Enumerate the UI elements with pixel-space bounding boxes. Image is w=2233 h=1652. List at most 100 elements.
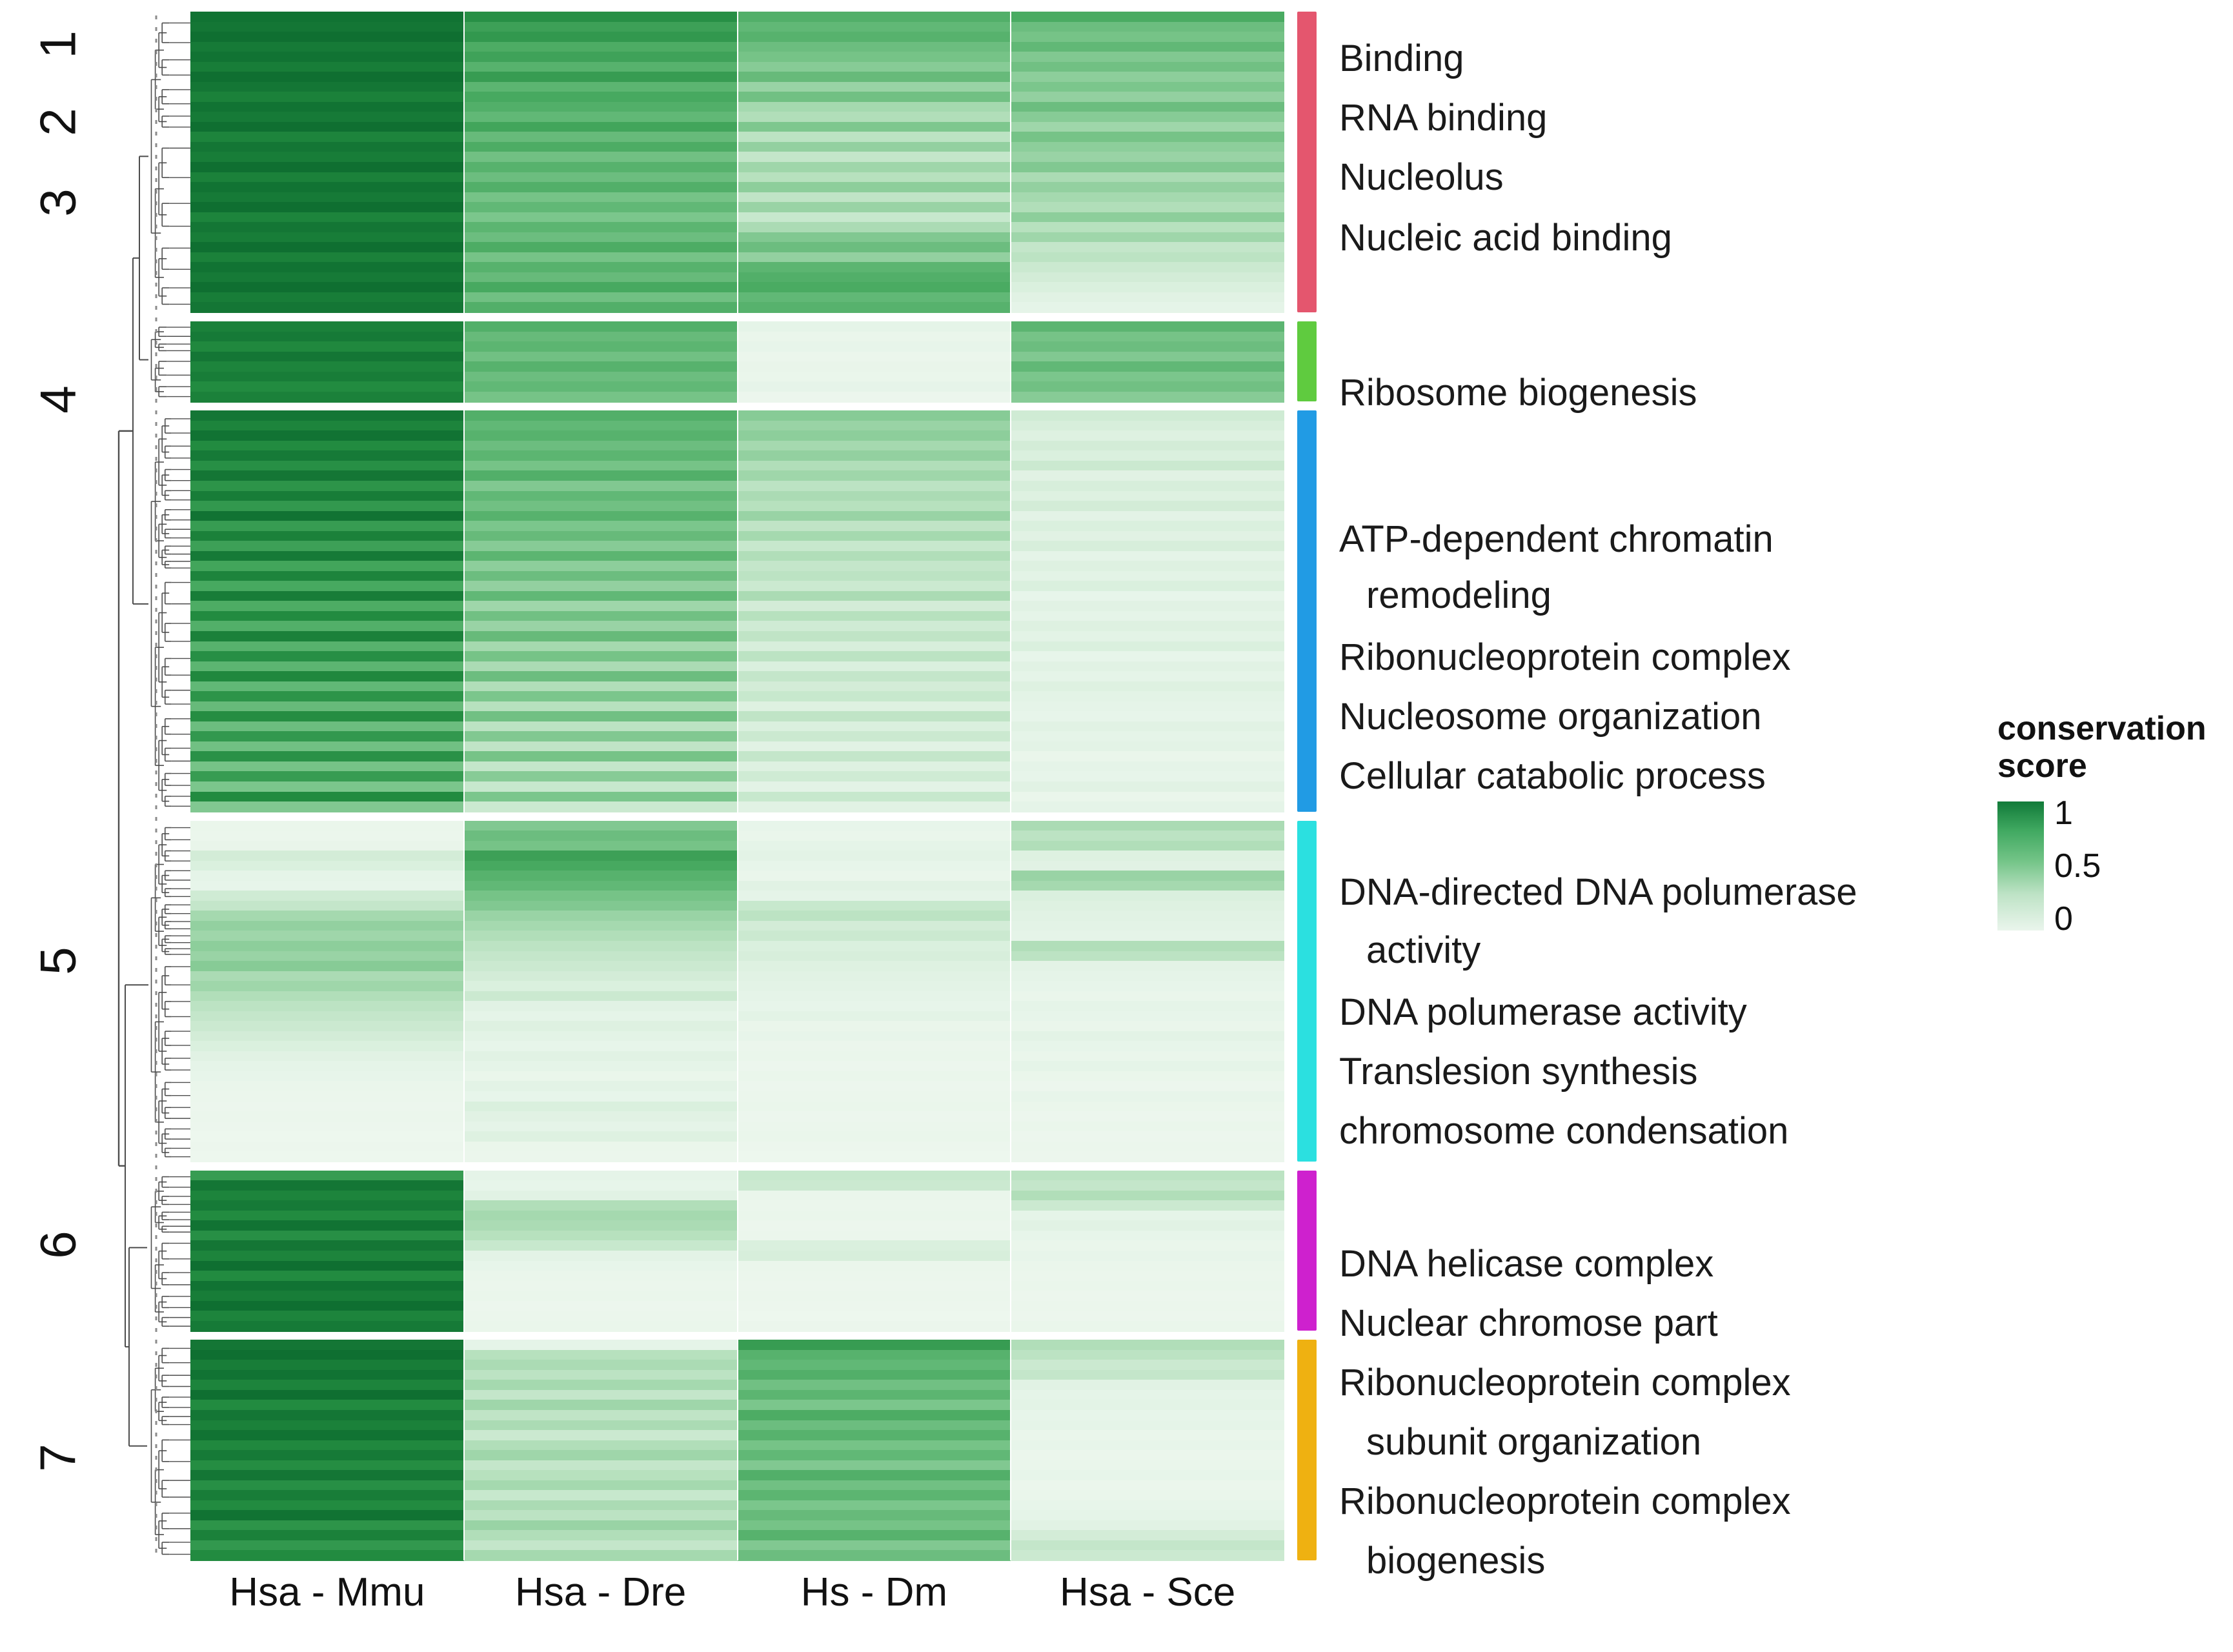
- heatmap-cell: [737, 1081, 1011, 1093]
- heatmap-cell: [1011, 1540, 1285, 1551]
- heatmap-cell: [737, 351, 1011, 363]
- heatmap-cell: [190, 550, 464, 562]
- heatmap-cell: [1011, 21, 1285, 33]
- heatmap-cell: [737, 641, 1011, 652]
- heatmap-cell: [190, 641, 464, 652]
- heatmap-cell: [190, 1470, 464, 1482]
- heatmap-cell: [190, 1180, 464, 1192]
- heatmap-cell: [463, 661, 738, 672]
- heatmap-cell: [1011, 92, 1285, 103]
- heatmap-cell: [1011, 242, 1285, 254]
- heatmap-cell: [1011, 1220, 1285, 1232]
- heatmap-cell: [190, 671, 464, 683]
- heatmap-cell: [463, 1051, 738, 1062]
- heatmap-cell: [737, 1141, 1011, 1153]
- heatmap-cell: [463, 1041, 738, 1053]
- heatmap-cell: [737, 162, 1011, 173]
- heatmap-cell: [463, 1001, 738, 1012]
- heatmap-cell: [737, 21, 1011, 33]
- heatmap-cell: [463, 101, 738, 113]
- heatmap-cell: [737, 371, 1011, 383]
- heatmap-cell: [1011, 900, 1285, 912]
- heatmap-cell: [463, 192, 738, 203]
- heatmap-cell: [1011, 1369, 1285, 1381]
- heatmap-cell: [190, 661, 464, 672]
- heatmap-cell: [737, 1389, 1011, 1401]
- heatmap-cell: [1011, 341, 1285, 353]
- heatmap-cell: [737, 302, 1011, 314]
- heatmap-cell: [463, 252, 738, 263]
- heatmap-cell: [1011, 32, 1285, 43]
- heatmap-cell: [737, 860, 1011, 872]
- heatmap-cell: [463, 880, 738, 892]
- cluster-number-6: 6: [0, 1220, 116, 1270]
- heatmap-cell: [1011, 430, 1285, 442]
- heatmap-cell: [190, 410, 464, 422]
- go-term-label: Binding: [1339, 37, 1464, 79]
- heatmap-cell: [1011, 920, 1285, 932]
- heatmap-cell: [463, 610, 738, 622]
- heatmap-cell: [1011, 641, 1285, 652]
- heatmap-cell: [463, 381, 738, 393]
- heatmap-cell: [1011, 931, 1285, 942]
- heatmap-cell: [463, 1410, 738, 1421]
- go-term-label: Translesion synthesis: [1339, 1051, 1698, 1093]
- heatmap-cell: [463, 1251, 738, 1262]
- heatmap-cell: [463, 272, 738, 283]
- heatmap-cell: [1011, 351, 1285, 363]
- heatmap-cell: [190, 1530, 464, 1542]
- heatmap-cell: [1011, 112, 1285, 123]
- heatmap-cell: [463, 430, 738, 442]
- heatmap-cell: [1011, 880, 1285, 892]
- heatmap-cell: [737, 851, 1011, 862]
- heatmap-cell: [463, 1210, 738, 1222]
- heatmap-cell: [1011, 1051, 1285, 1062]
- heatmap-cell: [737, 321, 1011, 332]
- heatmap-cell: [737, 1220, 1011, 1232]
- heatmap-cell: [463, 1380, 738, 1391]
- heatmap-cell: [463, 671, 738, 683]
- heatmap-cell: [463, 721, 738, 732]
- heatmap-cell: [1011, 1300, 1285, 1312]
- heatmap-cell: [1011, 81, 1285, 93]
- heatmap-cell: [1011, 1011, 1285, 1022]
- heatmap-cell: [737, 880, 1011, 892]
- heatmap-cell: [190, 751, 464, 763]
- heatmap-cell: [190, 132, 464, 143]
- heatmap-cell: [463, 182, 738, 194]
- heatmap-cell: [190, 282, 464, 294]
- legend-tick-1: 1: [2054, 794, 2073, 832]
- heatmap-cell: [737, 132, 1011, 143]
- heatmap-cell: [463, 1490, 738, 1502]
- heatmap-cell: [463, 12, 738, 23]
- heatmap-cell: [737, 72, 1011, 83]
- go-term-label: DNA-directed DNA polumerase: [1339, 871, 1857, 913]
- heatmap-cell: [737, 751, 1011, 763]
- heatmap-cell: [190, 961, 464, 972]
- heatmap-cell: [1011, 1041, 1285, 1053]
- heatmap-cell: [463, 1440, 738, 1451]
- heatmap-cell: [463, 900, 738, 912]
- heatmap-cell: [190, 971, 464, 982]
- heatmap-cell: [463, 262, 738, 274]
- heatmap-cell: [463, 1460, 738, 1471]
- heatmap-cell: [737, 1061, 1011, 1073]
- legend-colorbar: [1997, 801, 2044, 931]
- heatmap-cell: [463, 1340, 738, 1351]
- heatmap-cell: [463, 1400, 738, 1411]
- heatmap-cell: [463, 731, 738, 743]
- go-term-label: Nucleolus: [1339, 156, 1504, 198]
- heatmap-cell: [1011, 1061, 1285, 1073]
- heatmap-cell: [737, 1520, 1011, 1531]
- heatmap-cell: [190, 891, 464, 902]
- heatmap-cell: [190, 941, 464, 952]
- cluster-number-text: 4: [29, 385, 86, 414]
- heatmap-cell: [737, 101, 1011, 113]
- heatmap-cell: [190, 41, 464, 53]
- heatmap-cell: [737, 1380, 1011, 1391]
- heatmap-cell: [737, 61, 1011, 73]
- heatmap-cell: [463, 550, 738, 562]
- heatmap-cell: [463, 460, 738, 472]
- heatmap-cell: [737, 1550, 1011, 1562]
